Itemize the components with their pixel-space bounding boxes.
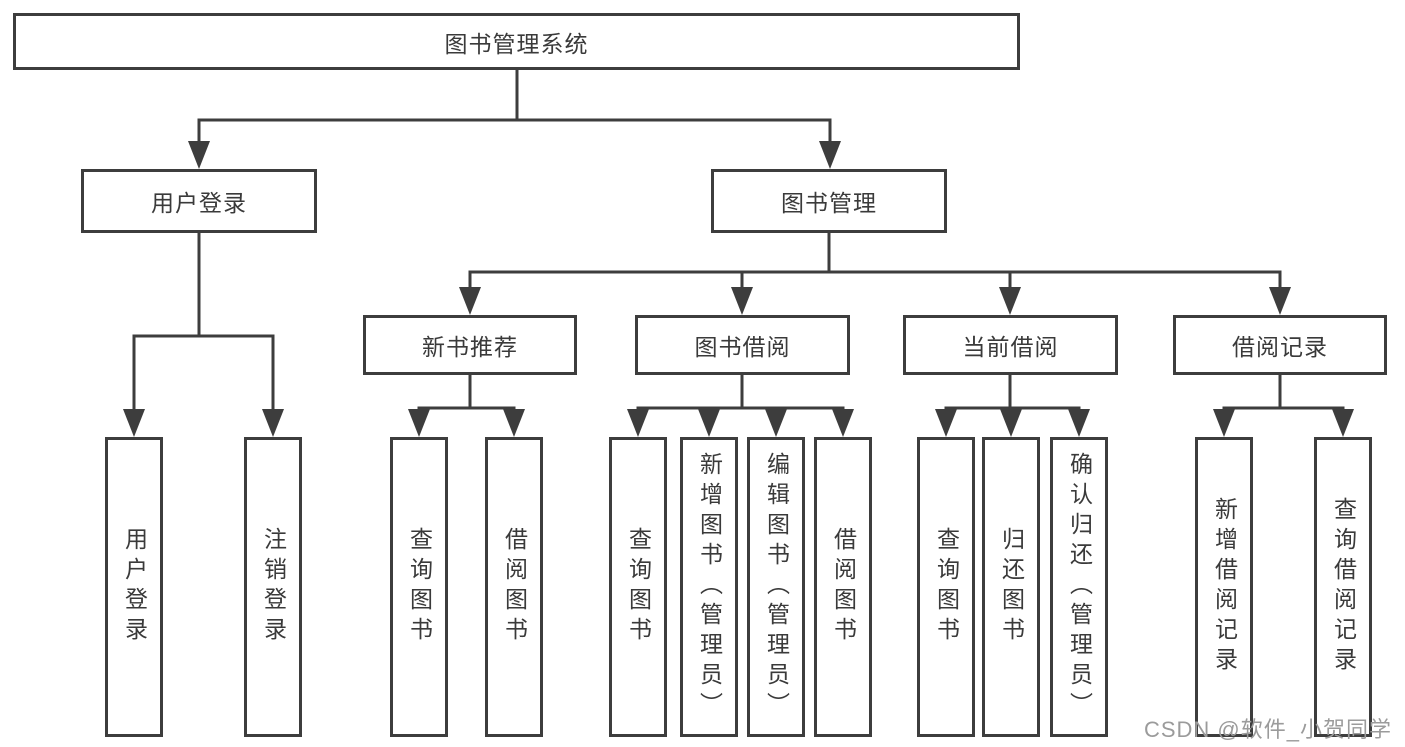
leaf-borrowing-query: 查询图书 — [609, 437, 667, 737]
leaf-borrowing-add-admin: 新增图书（管理员） — [680, 437, 738, 737]
csdn-watermark: CSDN @软件_小贺同学 — [1143, 717, 1392, 742]
node-user-login-label: 用户登录 — [151, 190, 247, 216]
node-current-borrowing-label: 当前借阅 — [962, 334, 1059, 360]
node-root-system: 图书管理系统 — [13, 13, 1020, 70]
connector-root-branch — [188, 70, 841, 169]
leaf-current-confirm-admin-label: 确认归还（管理员） — [1066, 452, 1093, 722]
node-borrowing-records: 借阅记录 — [1173, 315, 1387, 375]
leaf-record-query: 查询借阅记录 — [1314, 437, 1372, 737]
connector-user-login-branch — [123, 233, 284, 437]
leaf-record-add: 新增借阅记录 — [1195, 437, 1253, 737]
connector-borrow-record-branch — [1213, 375, 1354, 437]
leaf-current-return: 归还图书 — [982, 437, 1040, 737]
leaf-borrowing-add-admin-label: 新增图书（管理员） — [696, 452, 723, 722]
leaf-user-login-label: 用户登录 — [121, 527, 148, 647]
leaf-user-login: 用户登录 — [105, 437, 163, 737]
leaf-logout: 注销登录 — [244, 437, 302, 737]
leaf-record-add-label: 新增借阅记录 — [1211, 497, 1238, 677]
leaf-current-confirm-admin: 确认归还（管理员） — [1050, 437, 1108, 737]
node-book-borrowing: 图书借阅 — [635, 315, 850, 375]
leaf-record-query-label: 查询借阅记录 — [1330, 497, 1357, 677]
leaf-borrowing-borrow-label: 借阅图书 — [830, 527, 857, 647]
connector-book-management-branch — [459, 233, 1291, 315]
node-book-management: 图书管理 — [711, 169, 947, 233]
leaf-borrowing-edit-admin-label: 编辑图书（管理员） — [763, 452, 790, 722]
leaf-newbook-query-label: 查询图书 — [406, 527, 433, 647]
node-new-book-recommend: 新书推荐 — [363, 315, 577, 375]
node-root-system-label: 图书管理系统 — [444, 30, 589, 57]
connector-book-borrow-branch — [627, 375, 854, 437]
leaf-borrowing-query-label: 查询图书 — [625, 527, 652, 647]
leaf-newbook-query: 查询图书 — [390, 437, 448, 737]
node-new-book-recommend-label: 新书推荐 — [422, 334, 518, 360]
leaf-current-query: 查询图书 — [917, 437, 975, 737]
connector-new-book-branch — [408, 375, 525, 437]
node-book-borrowing-label: 图书借阅 — [694, 334, 791, 360]
leaf-logout-label: 注销登录 — [260, 527, 287, 647]
node-borrowing-records-label: 借阅记录 — [1232, 334, 1328, 360]
leaf-borrowing-edit-admin: 编辑图书（管理员） — [747, 437, 805, 737]
connector-current-borrow-branch — [935, 375, 1090, 437]
leaf-borrowing-borrow: 借阅图书 — [814, 437, 872, 737]
node-book-management-label: 图书管理 — [781, 190, 877, 216]
leaf-current-query-label: 查询图书 — [933, 527, 960, 647]
node-user-login: 用户登录 — [81, 169, 317, 233]
node-current-borrowing: 当前借阅 — [903, 315, 1118, 375]
leaf-current-return-label: 归还图书 — [998, 527, 1025, 647]
leaf-newbook-borrow-label: 借阅图书 — [501, 527, 528, 647]
leaf-newbook-borrow: 借阅图书 — [485, 437, 543, 737]
